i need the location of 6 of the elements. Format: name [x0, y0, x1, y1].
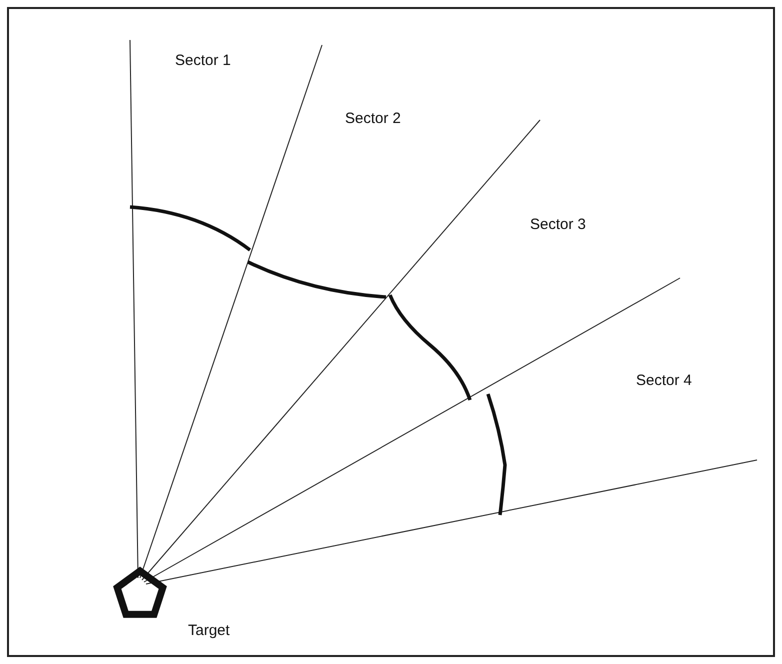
sector-label: Sector 2 [345, 110, 401, 127]
target-pentagon [112, 565, 168, 621]
sector-label: Sector 1 [175, 52, 231, 69]
sector-label: Sector 3 [530, 216, 586, 233]
sector-label: Sector 4 [636, 372, 692, 389]
target-label: Target [188, 622, 230, 639]
